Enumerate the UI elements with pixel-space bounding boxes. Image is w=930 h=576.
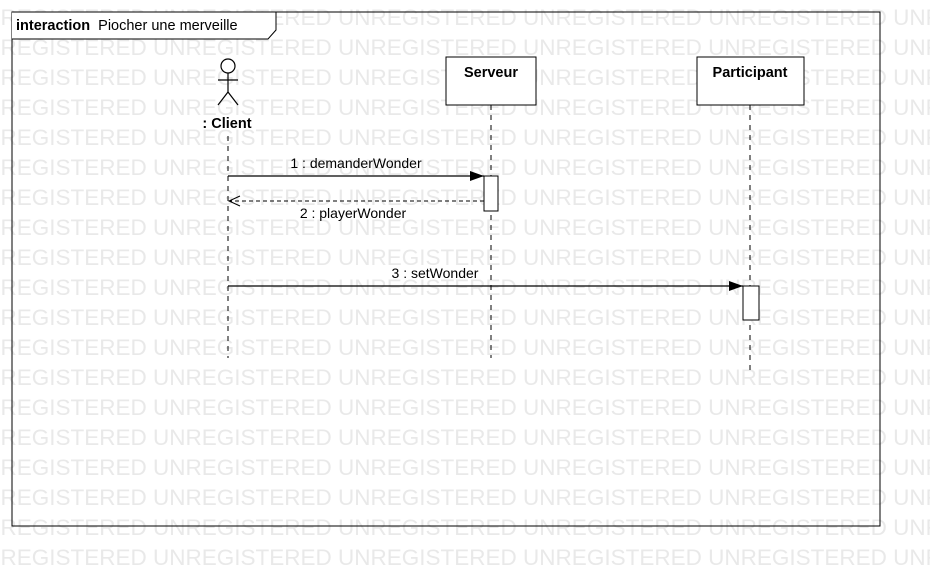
server-label: Serveur [464, 65, 518, 81]
frame-keyword: interaction [16, 18, 90, 34]
message-1[interactable]: 1 : demanderWonder [228, 155, 484, 181]
message-3-label: 3 : setWonder [392, 265, 479, 281]
actor-icon [217, 58, 239, 106]
participant-head-box [696, 56, 805, 106]
server-activation-bar [483, 175, 499, 212]
message-1-label: 1 : demanderWonder [290, 155, 422, 171]
message-2[interactable]: 2 : playerWonder [227, 195, 484, 221]
frame-title: interaction Piocher une merveille [16, 18, 238, 34]
lifeline-participant[interactable]: Participant [696, 56, 805, 375]
message-2-arrowhead [227, 195, 241, 207]
frame-tab [12, 11, 277, 40]
client-label: : Client [202, 116, 251, 132]
message-3[interactable]: 3 : setWonder [228, 265, 743, 291]
lifeline-client[interactable]: : Client [202, 58, 252, 358]
lifeline-server[interactable]: Serveur [445, 56, 537, 358]
frame-name: Piocher une merveille [98, 18, 237, 34]
participant-label: Participant [713, 65, 788, 81]
message-2-label: 2 : playerWonder [300, 205, 407, 221]
interaction-frame: interaction Piocher une merveille [11, 11, 881, 527]
frame-border [11, 11, 881, 527]
participant-activation-bar [742, 285, 760, 321]
